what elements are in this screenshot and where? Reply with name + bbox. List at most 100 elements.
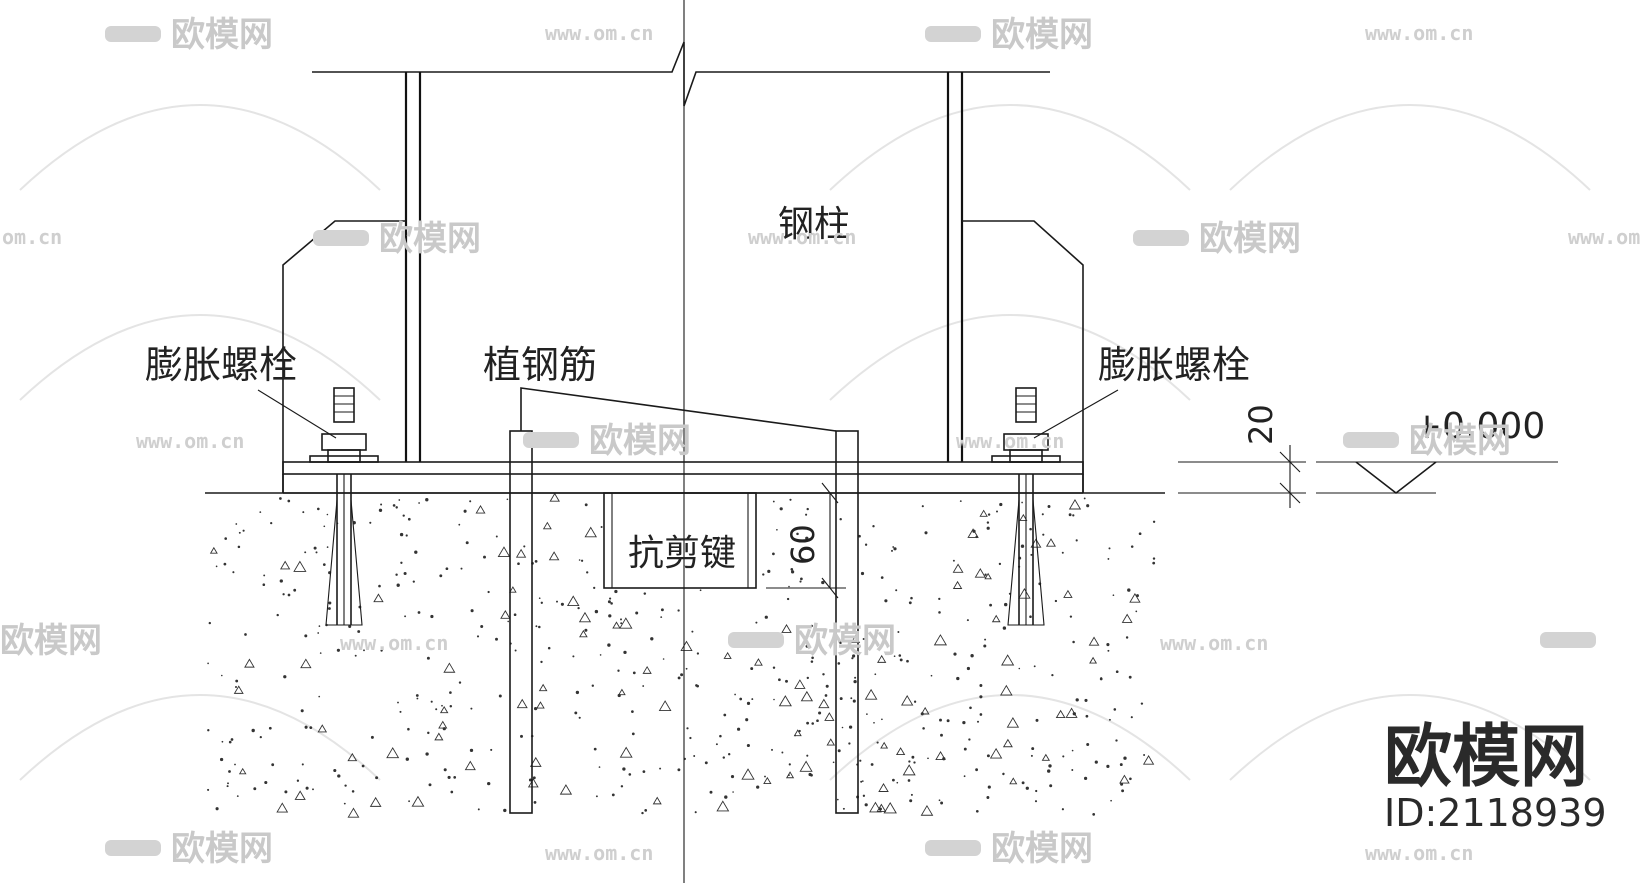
concrete-aggregate-dot [939, 718, 942, 722]
concrete-aggregate-dot [1099, 677, 1103, 681]
concrete-aggregate-dot [283, 675, 287, 679]
concrete-aggregate-dot [540, 601, 543, 604]
concrete-aggregate-dot [983, 644, 987, 648]
watermark-arcs [19, 104, 1591, 781]
concrete-aggregate-dot [300, 709, 304, 713]
concrete-aggregate-dot [746, 701, 751, 706]
concrete-aggregate-dot [776, 528, 778, 531]
concrete-aggregate-stone [999, 684, 1013, 696]
concrete-aggregate-dot [284, 790, 288, 794]
concrete-aggregate-dot [395, 506, 398, 509]
concrete-aggregate-dot [361, 764, 365, 768]
dim-20-tick-top [1279, 451, 1301, 473]
concrete-aggregate-dot [790, 567, 794, 571]
watermark-url: www.om.cn [748, 225, 856, 249]
concrete-aggregate-dot [609, 597, 612, 600]
label-expansion-bolt-left: 膨胀螺栓 [145, 343, 297, 387]
annotations: 钢柱 膨胀螺栓 膨胀螺栓 植钢筋 抗剪键 60 20 +0.000 [145, 204, 1545, 574]
svg-text:欧模网: 欧模网 [1199, 219, 1301, 259]
concrete-aggregate-stone [1089, 656, 1098, 664]
concrete-aggregate-dot [487, 590, 490, 594]
concrete-aggregate-stone [293, 560, 307, 572]
concrete-aggregate-dot [790, 570, 795, 574]
concrete-aggregate-dot [1094, 760, 1098, 764]
concrete-aggregate-dot [469, 748, 474, 753]
concrete-aggregate-stone [566, 595, 580, 607]
concrete-aggregate-dot [1025, 786, 1029, 790]
concrete-aggregate-stone [1063, 589, 1073, 598]
concrete-aggregate-dot [1106, 764, 1110, 769]
concrete-aggregate-dot [238, 531, 241, 534]
concrete-aggregate-dot [938, 597, 941, 601]
concrete-aggregate-stone [373, 593, 384, 603]
concrete-aggregate-dot [318, 625, 321, 627]
concrete-aggregate-dot [806, 721, 810, 725]
concrete-aggregate-dot [470, 707, 473, 710]
concrete-aggregate-stone [1018, 587, 1031, 599]
concrete-aggregate-dot [876, 741, 879, 744]
concrete-aggregate-dot [271, 763, 275, 767]
concrete-aggregate-dot [1034, 800, 1038, 803]
concrete-aggregate-dot [453, 776, 457, 779]
svg-text:欧模网: 欧模网 [1409, 421, 1511, 461]
concrete-aggregate-dot [430, 700, 433, 703]
concrete-aggregate-stone [952, 563, 964, 573]
concrete-aggregate-dot [745, 718, 749, 722]
label-elevation: +0.000 [1412, 406, 1545, 447]
expansion-bolt-left [309, 387, 379, 626]
concrete-aggregate-dot [979, 684, 983, 687]
concrete-aggregate-dot [632, 671, 636, 675]
dim-60-tick-top [821, 482, 839, 504]
concrete-aggregate-stone [578, 611, 592, 623]
concrete-aggregate-stone [548, 551, 560, 561]
concrete-aggregate-dot [728, 753, 731, 756]
concrete-aggregate-dot [215, 807, 219, 811]
concrete-aggregate-dot [764, 615, 768, 619]
concrete-aggregate-dot [853, 679, 857, 684]
concrete-aggregate-dot [722, 756, 725, 759]
concrete-aggregate-dot [1110, 799, 1112, 802]
concrete-aggregate-stone [901, 694, 914, 706]
concrete-aggregate-dot [447, 775, 451, 779]
concrete-aggregate-dot [788, 763, 791, 766]
concrete-aggregate-stone [800, 690, 814, 702]
concrete-aggregate-stone [618, 688, 626, 696]
concrete-aggregate-dot [1002, 772, 1005, 776]
concrete-aggregate-dot [1119, 763, 1123, 767]
concrete-aggregate-dot [866, 713, 868, 715]
concrete-aggregate-dot [207, 729, 210, 732]
concrete-aggregate-dot [235, 523, 238, 525]
concrete-aggregate-dot [695, 684, 698, 687]
concrete-aggregate-dot [208, 621, 211, 625]
concrete-aggregate-dot [1041, 513, 1044, 516]
concrete-aggregate-dot [1130, 545, 1134, 548]
concrete-aggregate-dot [336, 648, 340, 652]
concrete-aggregate-dot [449, 691, 452, 694]
concrete-aggregate-dot [460, 567, 463, 570]
watermark-logo: 欧模网 [925, 829, 1093, 869]
concrete-aggregate-dot [906, 659, 909, 663]
concrete-aggregate-stone [967, 528, 979, 538]
concrete-aggregate-dot [837, 749, 841, 753]
concrete-aggregate-stone [443, 662, 456, 673]
concrete-aggregate-dot [895, 589, 898, 592]
concrete-aggregate-stone [880, 741, 889, 749]
concrete-aggregate-dot [986, 526, 990, 530]
concrete-aggregate-dot [242, 529, 245, 532]
concrete-aggregate-dot [593, 747, 597, 751]
concrete-aggregate-dot [357, 630, 361, 633]
concrete-aggregate-dot [304, 634, 308, 638]
concrete-aggregate-dot [369, 521, 372, 524]
concrete-aggregate-dot [643, 592, 647, 595]
concrete-aggregate-dot [221, 674, 223, 677]
concrete-aggregate-stone [989, 747, 1003, 759]
watermark-logo: 欧模网 [105, 829, 273, 869]
concrete-aggregate-dot [268, 726, 272, 730]
concrete-aggregate-stone [864, 688, 878, 700]
concrete-aggregate-dot [899, 658, 903, 662]
concrete-aggregate-dot [263, 574, 266, 577]
concrete-aggregate-stone [658, 700, 672, 711]
concrete-aggregate-dot [532, 776, 536, 780]
concrete-aggregate-dot [535, 625, 538, 628]
concrete-aggregate-dot [1071, 749, 1074, 752]
